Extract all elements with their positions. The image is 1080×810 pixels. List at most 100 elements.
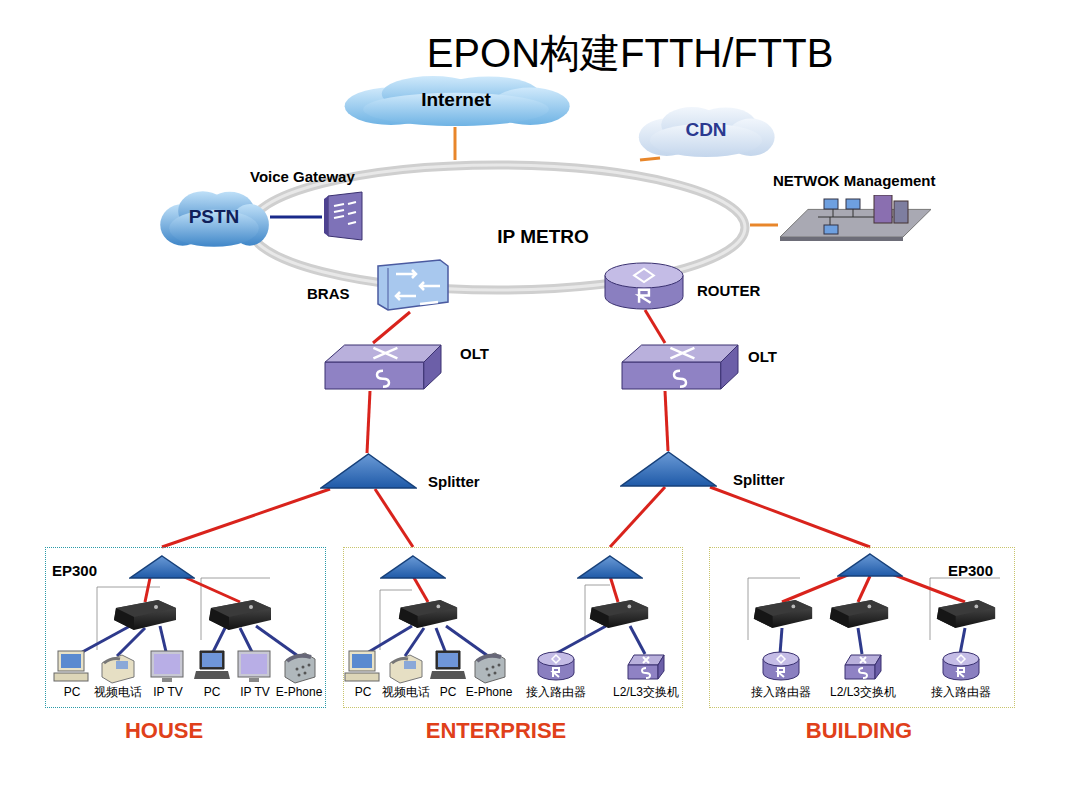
end-device: 接入路由器 <box>526 649 586 699</box>
device-label: E-Phone <box>466 685 513 699</box>
end-device: IP TV <box>235 649 275 699</box>
device-icon <box>52 649 92 685</box>
node-label: BUILDING <box>806 718 912 744</box>
small-splitters <box>130 554 902 578</box>
device-label: 视频电话 <box>382 685 430 699</box>
device-icon <box>235 649 275 685</box>
node-label: NETWOK Management <box>773 172 936 189</box>
device-label: 视频电话 <box>94 685 142 699</box>
end-device: 接入路由器 <box>931 649 991 699</box>
link-line <box>373 312 410 343</box>
network-node: BRAS <box>376 258 450 312</box>
end-device: L2/L3交换机 <box>830 649 896 699</box>
end-device: 视频电话 <box>382 649 430 699</box>
device-label: IP TV <box>240 685 270 699</box>
device-label: PC <box>64 685 81 699</box>
end-device: E-Phone <box>466 649 513 699</box>
network-node: OLT <box>323 343 443 391</box>
router-icon <box>603 262 685 310</box>
network-node: Voice Gateway <box>322 190 364 242</box>
site-group-box: ENTERPRISEPC视频电话PCE-Phone接入路由器L2/L3交换机 <box>343 547 683 708</box>
node-label: BRAS <box>307 285 350 302</box>
device-label: PC <box>440 685 457 699</box>
site-group-box: EP300HOUSEPC视频电话IP TVPCIP TVE-Phone <box>45 547 326 708</box>
onu-ep300 <box>114 600 995 630</box>
device-icon <box>343 649 383 685</box>
device-icon <box>386 649 426 685</box>
device-label: L2/L3交换机 <box>830 685 896 699</box>
network-node: ROUTER <box>603 262 685 310</box>
end-device: PC <box>52 649 92 699</box>
node-label: Voice Gateway <box>250 168 355 185</box>
device-icon <box>843 649 883 685</box>
device-icon <box>626 649 666 685</box>
device-icon <box>98 649 138 685</box>
network-node: Splitter <box>620 451 717 487</box>
splitter-icon <box>320 453 417 489</box>
link-line <box>375 489 413 547</box>
device-label: PC <box>204 685 221 699</box>
end-device: PC <box>428 649 468 699</box>
end-device: PC <box>192 649 232 699</box>
node-label: HOUSE <box>125 718 203 744</box>
link-line <box>640 158 660 160</box>
device-icon <box>279 649 319 685</box>
site-group-box: EP300BUILDING接入路由器L2/L3交换机接入路由器 <box>709 547 1015 708</box>
node-label: Internet <box>421 89 491 111</box>
device-icon <box>148 649 188 685</box>
network-node: PSTN <box>158 190 270 248</box>
switch-icon <box>323 343 443 391</box>
device-label: L2/L3交换机 <box>613 685 679 699</box>
link-line <box>665 391 668 451</box>
end-device: 视频电话 <box>94 649 142 699</box>
node-label: Splitter <box>733 471 785 488</box>
network-node: NETWOK Management <box>778 195 933 243</box>
node-label: Splitter <box>428 473 480 490</box>
link-line <box>162 489 330 547</box>
switch-icon <box>620 343 740 391</box>
node-label: EP300 <box>948 562 993 579</box>
voice-gateway-icon <box>322 190 364 242</box>
device-icon <box>536 649 576 685</box>
device-icon <box>941 649 981 685</box>
node-label: OLT <box>748 348 777 365</box>
network-management-icon <box>778 195 933 243</box>
end-device: IP TV <box>148 649 188 699</box>
node-label: CDN <box>685 119 726 141</box>
end-device: 接入路由器 <box>751 649 811 699</box>
node-label: ENTERPRISE <box>426 718 567 744</box>
link-line <box>710 487 870 547</box>
drop-fibres <box>145 574 965 602</box>
splitter-icon <box>620 451 717 487</box>
device-icon <box>761 649 801 685</box>
node-label: IP METRO <box>497 226 589 248</box>
node-label: OLT <box>460 345 489 362</box>
device-label: IP TV <box>153 685 183 699</box>
link-line <box>367 391 370 453</box>
end-device: PC <box>343 649 383 699</box>
device-label: 接入路由器 <box>751 685 811 699</box>
device-label: 接入路由器 <box>931 685 991 699</box>
bras-icon <box>376 258 450 312</box>
device-icon <box>469 649 509 685</box>
link-line <box>610 487 665 547</box>
network-node: CDN <box>636 106 776 158</box>
link-line <box>645 310 665 343</box>
device-icon <box>192 649 232 685</box>
node-label: EP300 <box>52 562 97 579</box>
network-node: OLT <box>620 343 740 391</box>
node-label: ROUTER <box>697 282 760 299</box>
diagram-title: EPON构建FTTH/FTTB <box>427 26 834 81</box>
device-label: E-Phone <box>276 685 323 699</box>
link-line <box>454 127 457 160</box>
device-icon <box>428 649 468 685</box>
network-node: Internet <box>340 75 572 127</box>
link-line <box>270 216 322 219</box>
device-label: 接入路由器 <box>526 685 586 699</box>
node-label: PSTN <box>189 206 240 228</box>
network-node: Splitter <box>320 453 417 489</box>
end-device: E-Phone <box>276 649 323 699</box>
link-line <box>750 224 778 227</box>
device-label: PC <box>355 685 372 699</box>
